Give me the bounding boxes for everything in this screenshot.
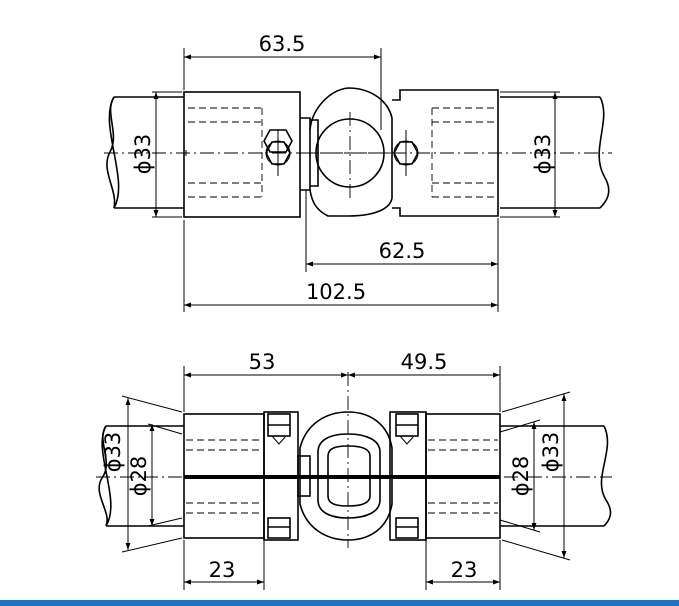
right-pipe [500, 96, 610, 209]
dim-label-right-phi28-bottom: ϕ28 [509, 456, 533, 497]
dim-53: 53 [183, 350, 348, 412]
dim-left-phi28-bottom: ϕ28 [127, 423, 183, 527]
dim-left-23: 23 [183, 540, 265, 590]
left-pipe-bottom [98, 425, 184, 527]
dim-right-phi28-bottom: ϕ28 [499, 419, 541, 533]
dim-label-102-5: 102.5 [306, 280, 366, 304]
dim-label-right-phi33-bottom: ϕ33 [539, 432, 563, 473]
left-pipe [106, 96, 184, 209]
right-pipe-bottom [500, 425, 612, 527]
dim-label-left-phi28-bottom: ϕ28 [127, 456, 151, 497]
dim-label-63-5: 63.5 [259, 32, 306, 56]
dim-label-left-phi33: ϕ33 [131, 134, 155, 175]
left-sleeve [183, 91, 311, 218]
dim-right-phi33-top: ϕ33 [500, 91, 560, 218]
right-sleeve [431, 107, 496, 198]
dim-63-5: 63.5 [183, 32, 382, 130]
dim-left-phi33-top: ϕ33 [131, 91, 182, 218]
dim-label-right-phi33: ϕ33 [531, 134, 555, 175]
dim-label-left-phi33-bottom: ϕ33 [101, 432, 125, 473]
dim-label-49-5: 49.5 [401, 350, 448, 374]
dim-label-left-23: 23 [209, 558, 236, 582]
dim-right-23: 23 [425, 540, 501, 590]
accent-bar [0, 600, 679, 606]
bottom-view: 53 49.5 ϕ33 ϕ28 ϕ28 [96, 350, 612, 590]
top-view: 63.5 ϕ33 ϕ33 62.5 102.5 [104, 32, 612, 312]
dim-right-phi33-bottom: ϕ33 [501, 391, 571, 561]
dim-49-5: 49.5 [348, 350, 501, 412]
dim-left-phi33-bottom: ϕ33 [101, 395, 183, 553]
dim-label-53: 53 [249, 350, 276, 374]
dim-label-right-23: 23 [451, 558, 478, 582]
dim-label-62-5: 62.5 [379, 239, 426, 263]
dim-62-5: 62.5 [305, 190, 499, 272]
center-hinge-bottom [297, 372, 393, 548]
dim-102-5: 102.5 [183, 220, 499, 312]
